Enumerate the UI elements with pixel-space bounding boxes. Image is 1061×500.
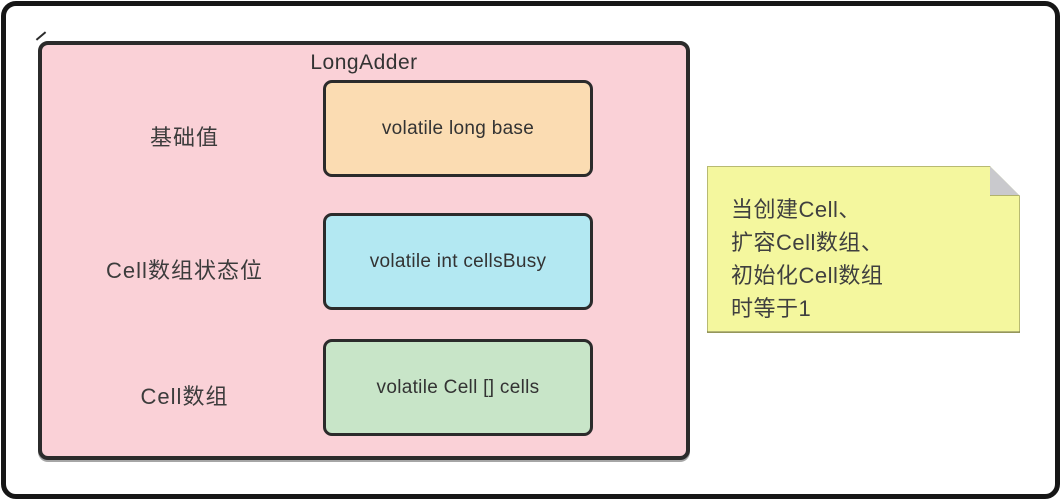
note-line: 当创建Cell、 bbox=[731, 197, 861, 222]
note-text: 当创建Cell、 扩容Cell数组、 初始化Cell数组 时等于1 bbox=[731, 193, 883, 325]
field-box-cellsbusy: volatile int cellsBusy bbox=[323, 213, 593, 310]
row-label-base: 基础值 bbox=[149, 124, 219, 150]
row-label-cellsbusy: Cell数组状态位 bbox=[106, 257, 263, 283]
note-line: 初始化Cell数组 bbox=[731, 263, 884, 288]
row-cells: Cell数组 volatile Cell [] cells bbox=[42, 339, 686, 436]
sticky-note: 当创建Cell、 扩容Cell数组、 初始化Cell数组 时等于1 bbox=[707, 166, 1020, 333]
note-line: 时等于1 bbox=[731, 296, 812, 321]
note-line: 扩容Cell数组、 bbox=[731, 230, 884, 255]
field-box-base: volatile long base bbox=[323, 80, 593, 177]
row-label-cells: Cell数组 bbox=[140, 383, 229, 409]
sketch-mark bbox=[35, 31, 47, 41]
field-box-cells: volatile Cell [] cells bbox=[323, 339, 593, 436]
row-base: 基础值 volatile long base bbox=[42, 80, 686, 177]
longadder-container: LongAdder 基础值 volatile long base Cell数组状… bbox=[35, 31, 690, 460]
row-cellsbusy: Cell数组状态位 volatile int cellsBusy bbox=[42, 213, 686, 310]
note-fold-corner-icon bbox=[990, 166, 1020, 196]
diagram-title: LongAdder bbox=[310, 51, 418, 74]
